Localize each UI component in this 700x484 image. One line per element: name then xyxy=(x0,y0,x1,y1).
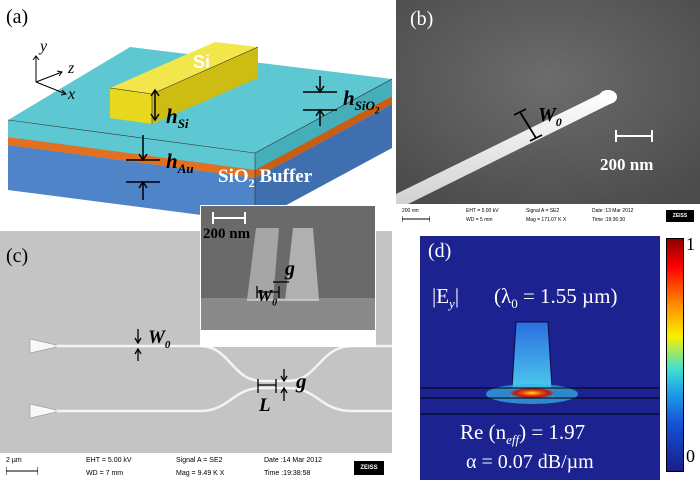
au-layer-front xyxy=(8,137,255,178)
colorbar-min: 0 xyxy=(686,446,695,466)
mag-c: Mag = 9.49 K X xyxy=(176,470,225,477)
si-ridge-front xyxy=(110,88,152,124)
wd-b: WD = 5 mm xyxy=(466,217,493,223)
eht-b: EHT = 5.00 kV xyxy=(466,208,499,214)
panel-b-label: (b) xyxy=(410,8,434,30)
l-arrow-c xyxy=(257,379,277,393)
h-au-label: hAu xyxy=(166,149,194,177)
time-c: Time :19:38:58 xyxy=(264,470,311,477)
axis-triad xyxy=(32,55,68,96)
waveguide-3d-schematic xyxy=(7,42,392,222)
h-au-arrow xyxy=(126,135,160,200)
nanowire xyxy=(396,92,614,210)
mag-b: Mag = 171.07 K X xyxy=(526,217,567,223)
w0-label-c: W0 xyxy=(148,327,171,351)
si-ridge-side xyxy=(152,47,258,124)
sem-image-b xyxy=(396,0,700,210)
h-si-arrow xyxy=(150,88,160,122)
buffer-side xyxy=(255,104,392,222)
panel-b: (b) W0 200 nm 200 nm EHT = 5.00 kV WD = … xyxy=(396,0,700,228)
colorbar xyxy=(666,238,684,472)
zeiss-logo-c: ZEISS xyxy=(354,461,384,475)
wd-c: WD = 7 mm xyxy=(86,470,124,477)
axis-x-label: x xyxy=(68,86,76,103)
zeiss-logo-b: ZEISS xyxy=(666,210,694,222)
date-b: Date :13 Mar 2012 xyxy=(592,208,634,214)
waveguide-upper xyxy=(38,344,392,383)
eht-c: EHT = 5.00 kV xyxy=(86,457,132,464)
si-label: Si xyxy=(193,52,211,72)
mode-profile-plot xyxy=(420,236,660,480)
inset-scale-label: 200 nm xyxy=(203,226,251,242)
h-au-base: h xyxy=(166,149,178,173)
panel-c-inset: 200 nm g W0 xyxy=(200,205,376,347)
panel-c-label: (c) xyxy=(6,245,29,267)
sem-inset-image xyxy=(201,206,375,346)
scale-small-b: 200 nm xyxy=(402,208,419,214)
field-label: |Ey| xyxy=(432,284,460,312)
h-sio2-arrow xyxy=(303,76,337,126)
h-sio2-sub: SiO2 xyxy=(354,98,380,116)
h-sio2-label: hSiO2 xyxy=(343,86,379,116)
h-si-label: hSi xyxy=(166,104,189,132)
au-layer-side xyxy=(255,96,392,178)
date-c: Date :14 Mar 2012 xyxy=(264,457,322,464)
l-label-c: L xyxy=(259,395,271,416)
h-au-sub: Au xyxy=(177,161,194,177)
taper-upper xyxy=(29,338,57,354)
alpha-label: α = 0.07 dB/µm xyxy=(466,451,594,473)
inset-w0-label: W0 xyxy=(257,286,278,309)
g-label-c: g xyxy=(296,369,307,393)
hotspot xyxy=(510,388,554,398)
neff-label: Re (neff) = 1.97 xyxy=(460,420,586,448)
w0-arrow-b xyxy=(513,108,543,142)
inset-scale-bar xyxy=(212,212,246,224)
panel-a: (a) y z x Si hSi hSiO2 hAu SiO2 Buffer xyxy=(0,0,392,228)
h-si-base: h xyxy=(166,104,178,128)
signal-b: Signal A = SE2 xyxy=(526,208,560,214)
inset-g-label: g xyxy=(285,258,295,280)
time-b: Time :19:36:30 xyxy=(592,217,626,223)
h-sio2-base: h xyxy=(343,86,355,110)
panel-d-label: (d) xyxy=(428,240,452,262)
buffer-front xyxy=(8,145,255,222)
w0-arrow-c xyxy=(134,329,142,361)
sio2-side xyxy=(255,79,392,170)
h-si-sub: Si xyxy=(177,116,189,132)
sio2-front xyxy=(8,120,255,170)
axis-z-label: z xyxy=(68,60,75,77)
waveguide-lower xyxy=(38,386,392,413)
inset-ridge-right xyxy=(285,228,319,300)
ridge-field xyxy=(511,321,553,389)
signal-c: Signal A = SE2 xyxy=(176,457,223,464)
sem-info-bar-c: 2 µm EHT = 5.00 kV WD = 7 mm Signal A = … xyxy=(0,453,392,484)
nanowire-tip xyxy=(599,90,617,104)
scale-small-c: 2 µm xyxy=(6,457,22,464)
colorbar-max: 1 xyxy=(686,234,695,254)
panel-d: (d) |Ey| (λ0 = 1.55 µm) Re (neff) = 1.97… xyxy=(420,236,660,480)
w0-label-b: W0 xyxy=(538,104,562,129)
panel-a-label: (a) xyxy=(6,6,29,28)
sem-info-bar-b: 200 nm EHT = 5.00 kV WD = 5 mm Signal A … xyxy=(396,204,700,228)
inset-w0-arrow xyxy=(256,286,280,298)
scale-bar-b xyxy=(615,130,653,142)
si-ridge-top xyxy=(110,42,258,94)
inset-ridge-left xyxy=(247,228,279,300)
taper-lower xyxy=(29,403,57,419)
axis-y-label: y xyxy=(40,38,48,55)
lambda-label: (λ0 = 1.55 µm) xyxy=(494,284,618,312)
g-arrow-c xyxy=(280,369,288,401)
buffer-label: SiO2 Buffer xyxy=(218,166,313,190)
scale-label-b: 200 nm xyxy=(600,155,654,174)
